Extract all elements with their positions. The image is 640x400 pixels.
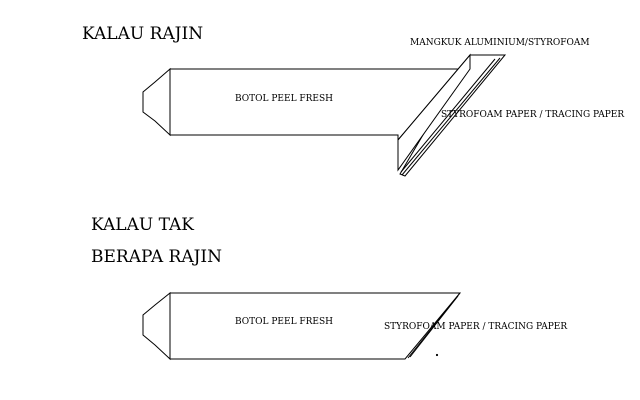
paper-2-mark	[435, 353, 439, 357]
diagram-1-heading: KALAU RAJIN	[82, 24, 204, 44]
paper-1-edge	[400, 58, 496, 173]
bowl-1-label: MANGKUK ALUMINIUM/STYROFOAM	[410, 38, 590, 48]
diagram-2-heading-line1: KALAU TAK	[91, 215, 194, 235]
paper-2-label: STYROFOAM PAPER / TRACING PAPER	[384, 322, 568, 332]
bottle-1-nozzle	[142, 67, 171, 137]
paper-1-label: STYROFOAM PAPER / TRACING PAPER	[441, 110, 625, 120]
diagram-2-heading-line2: BERAPA RAJIN	[91, 247, 223, 267]
bottle-2-nozzle	[142, 291, 171, 361]
bottle-2-body	[169, 292, 462, 360]
bowl-1-wall	[397, 53, 471, 172]
paper-2-edge	[409, 295, 459, 358]
bottle-2-label: BOTOL PEEL FRESH	[235, 317, 334, 327]
bottle-1-label: BOTOL PEEL FRESH	[235, 94, 334, 104]
paper-1-edge	[401, 57, 501, 176]
